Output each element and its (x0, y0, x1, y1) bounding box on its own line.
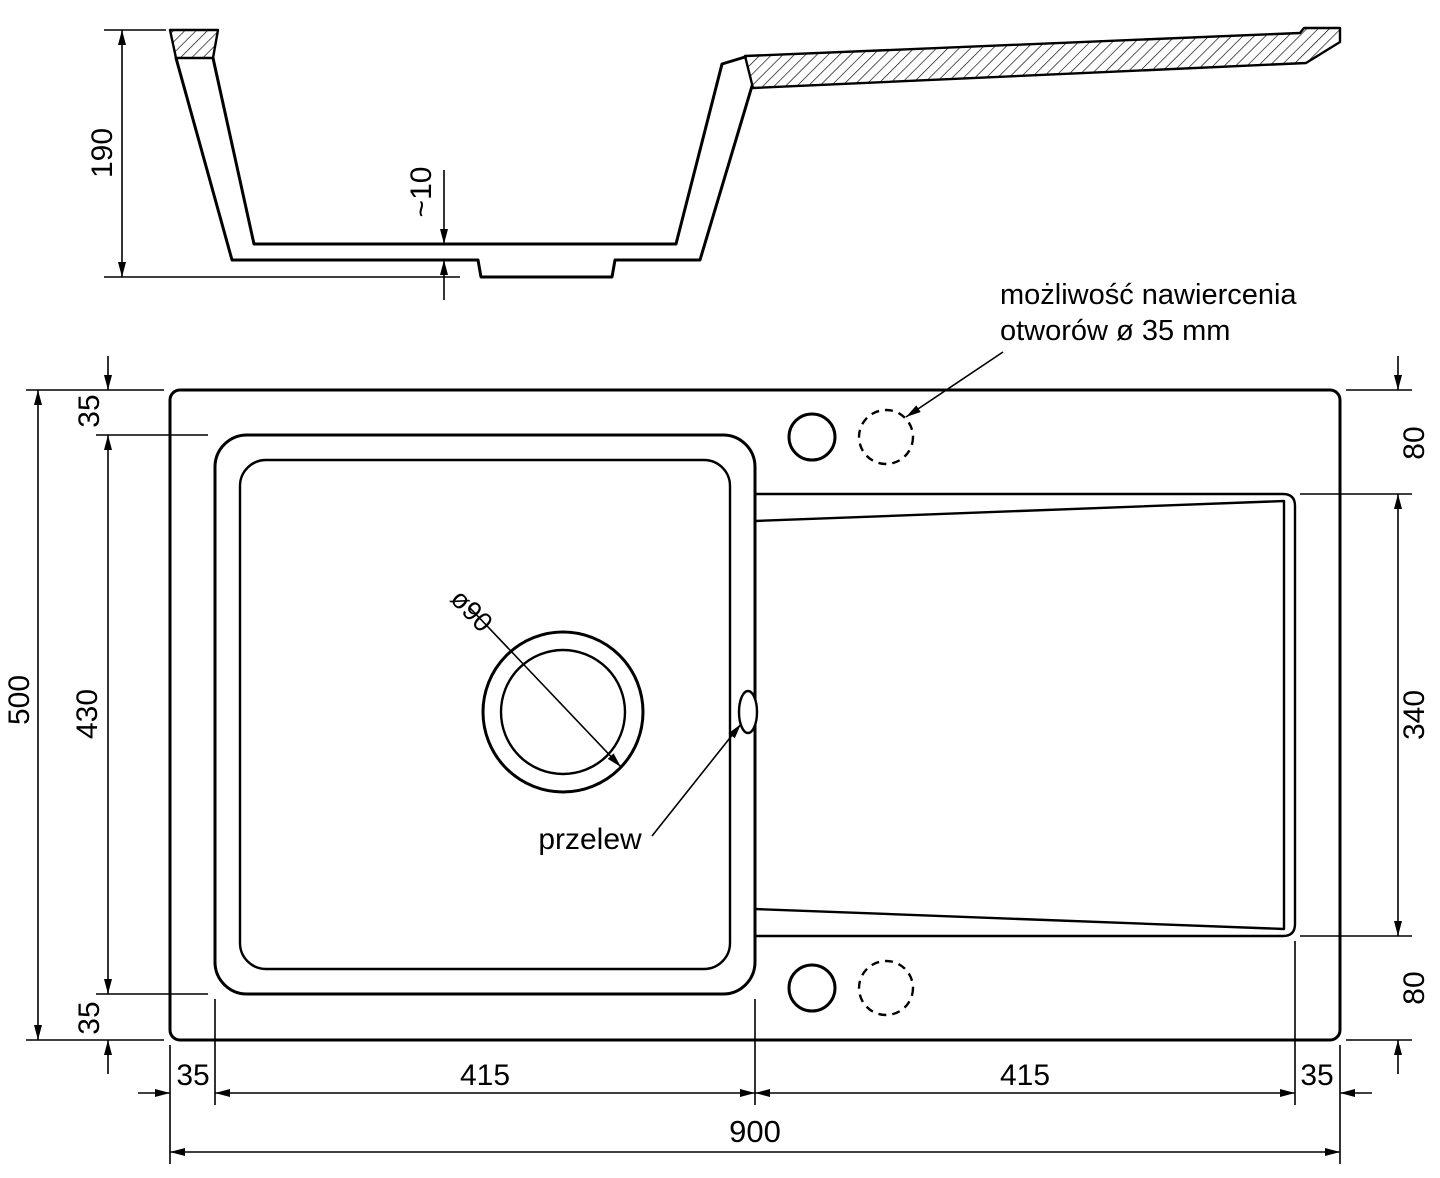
faucet-hole-top-optional (857, 408, 915, 466)
plan-view: ø90 przelew możliwość nawiercenia otworó… (168, 279, 1342, 1042)
dim-label-drainer-415: 415 (1000, 1059, 1050, 1092)
dim-section-depth: 190 (86, 29, 460, 278)
dim-label-right-top-80: 80 (1398, 426, 1431, 459)
dim-label-900: 900 (729, 1114, 781, 1149)
drill-note: możliwość nawiercenia otworów ø 35 mm (905, 279, 1297, 418)
overflow-callout: przelew (538, 723, 742, 856)
dims-right: 80 340 80 (1300, 356, 1431, 1074)
cross-section-view: 190 ~10 (86, 26, 1342, 300)
section-drainer-slab (743, 26, 1342, 90)
overflow-label: przelew (538, 823, 642, 856)
drain-circle-outer (481, 630, 645, 794)
plan-basin-inner (238, 458, 732, 971)
dim-label-right-35: 35 (1300, 1059, 1333, 1092)
dim-label-430: 430 (71, 689, 104, 739)
dim-label-10: ~10 (405, 167, 438, 218)
drain-circle-inner (499, 648, 627, 776)
faucet-hole-bottom-optional (857, 959, 915, 1017)
dim-label-190: 190 (86, 128, 119, 178)
dims-left: 500 35 430 35 (3, 356, 208, 1074)
section-bowl-outer (174, 56, 754, 279)
dims-bottom: 35 415 415 35 900 (138, 941, 1372, 1164)
dim-label-340: 340 (1398, 690, 1431, 740)
faucet-hole-top (787, 412, 837, 462)
dim-label-basin-415: 415 (460, 1059, 510, 1092)
plan-drainer-outer (755, 492, 1297, 938)
dim-label-bottom-35: 35 (73, 1001, 106, 1034)
drill-note-line1: możliwość nawiercenia (1000, 279, 1297, 311)
dim-section-bottom-thickness: ~10 (405, 167, 448, 300)
plan-drainer-inner (754, 499, 1286, 931)
dim-label-right-bottom-80: 80 (1398, 971, 1431, 1004)
dim-label-top-35: 35 (73, 394, 106, 427)
overflow-slot (737, 689, 759, 735)
section-left-rim (168, 28, 220, 60)
dim-label-left-35: 35 (176, 1059, 209, 1092)
dim-label-500: 500 (3, 675, 36, 725)
faucet-hole-bottom (787, 963, 837, 1013)
drill-note-line2: otworów ø 35 mm (1000, 315, 1230, 347)
section-bowl-inner (211, 55, 747, 246)
